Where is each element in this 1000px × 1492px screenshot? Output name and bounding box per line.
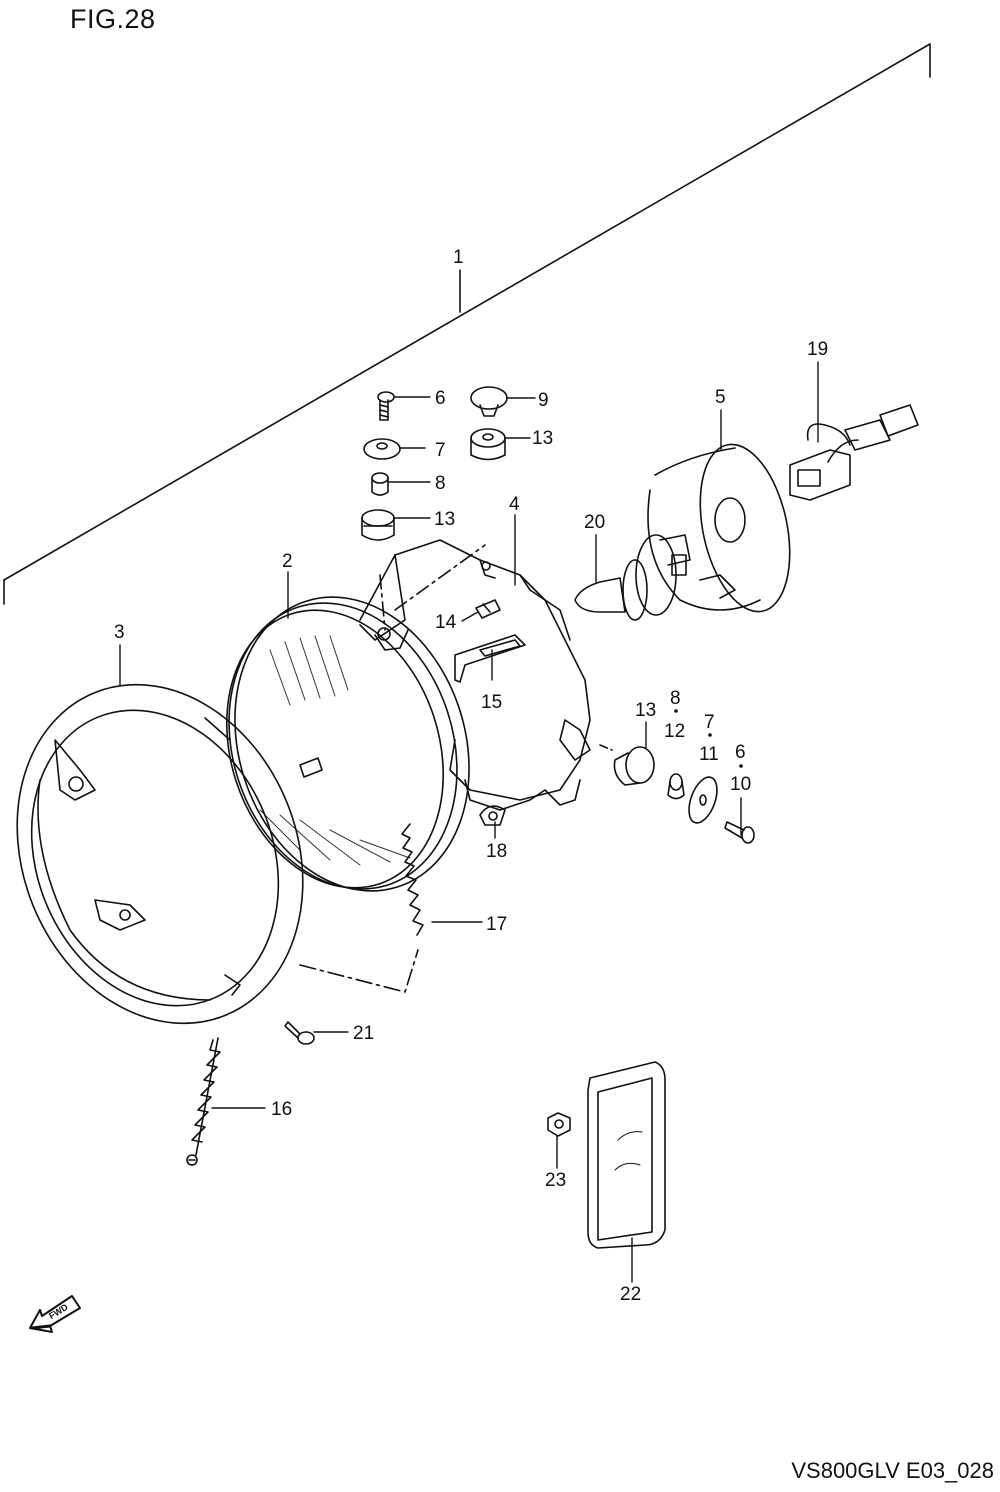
callout-22: 22 — [620, 1284, 641, 1305]
callout-4: 4 — [509, 494, 520, 515]
callout-7-lower: 7 — [704, 712, 715, 733]
callout-18: 18 — [486, 841, 507, 862]
callout-11: 11 — [699, 744, 719, 765]
callout-16: 16 — [271, 1099, 292, 1120]
callout-20: 20 — [584, 512, 605, 533]
leader-dots — [674, 709, 743, 768]
callout-13-top: 13 — [434, 509, 455, 530]
grommet-part-13-lower — [613, 746, 655, 786]
bolt-part-9 — [470, 386, 508, 417]
callout-labels: 1 2 3 4 5 6 7 8 9 13 13 14 15 19 20 13 8… — [114, 247, 828, 1305]
callout-6-lower: 6 — [735, 742, 746, 763]
callout-3: 3 — [114, 622, 125, 643]
adjusting-screw-part-16 — [186, 1037, 221, 1166]
bracket-part-15 — [454, 634, 526, 683]
callout-14: 14 — [435, 612, 457, 633]
headlight-lens-part — [225, 596, 470, 892]
callout-12: 12 — [664, 721, 685, 742]
headlight-case-part — [359, 539, 591, 811]
alignment-line-lower — [599, 744, 613, 751]
grommet-part-13-top — [361, 509, 395, 541]
callout-1: 1 — [453, 247, 464, 268]
callout-19: 19 — [807, 339, 828, 360]
screw-part-10-lower — [724, 821, 755, 844]
callout-5: 5 — [715, 387, 726, 408]
figure-code: VS800GLV E03_028 — [791, 1458, 994, 1483]
collar-part-8-top — [371, 472, 389, 496]
socket-cover-part-5 — [647, 443, 791, 613]
callout-23: 23 — [545, 1170, 566, 1191]
grommet-part-13-right — [470, 428, 506, 461]
nut-part-18 — [479, 805, 506, 826]
callout-8-top: 8 — [435, 473, 446, 494]
callout-17: 17 — [486, 914, 507, 935]
callout-6-top: 6 — [435, 388, 446, 409]
callout-21: 21 — [353, 1023, 374, 1044]
headlight-rim-part — [16, 683, 304, 1025]
assembly-bracket-line — [3, 43, 931, 605]
callout-13-lower: 13 — [635, 700, 656, 721]
callout-10: 10 — [730, 774, 751, 795]
reflector-part-22 — [587, 1061, 666, 1249]
figure-title: FIG.28 — [70, 4, 156, 34]
callout-2: 2 — [282, 551, 293, 572]
screw-part-6-top — [377, 391, 395, 421]
callout-8-lower: 8 — [670, 688, 681, 709]
callout-9: 9 — [538, 390, 549, 411]
bulb-part-20 — [574, 534, 691, 621]
leader-lines — [119, 361, 819, 1283]
connector-part-19 — [789, 404, 919, 501]
callout-13-right: 13 — [532, 428, 553, 449]
spring-part-17 — [401, 823, 424, 936]
screw-part-21 — [284, 1021, 315, 1045]
collar-part-12-lower — [667, 773, 685, 800]
washer-part-7-top — [363, 438, 401, 460]
alignment-line-17 — [299, 949, 419, 993]
washer-part-11-lower — [688, 776, 718, 824]
callout-7-top: 7 — [435, 440, 446, 461]
fwd-arrow-icon: FWD — [29, 1295, 81, 1333]
callout-15: 15 — [481, 692, 502, 713]
clip-part-14 — [475, 599, 501, 619]
nut-part-23 — [547, 1112, 571, 1137]
